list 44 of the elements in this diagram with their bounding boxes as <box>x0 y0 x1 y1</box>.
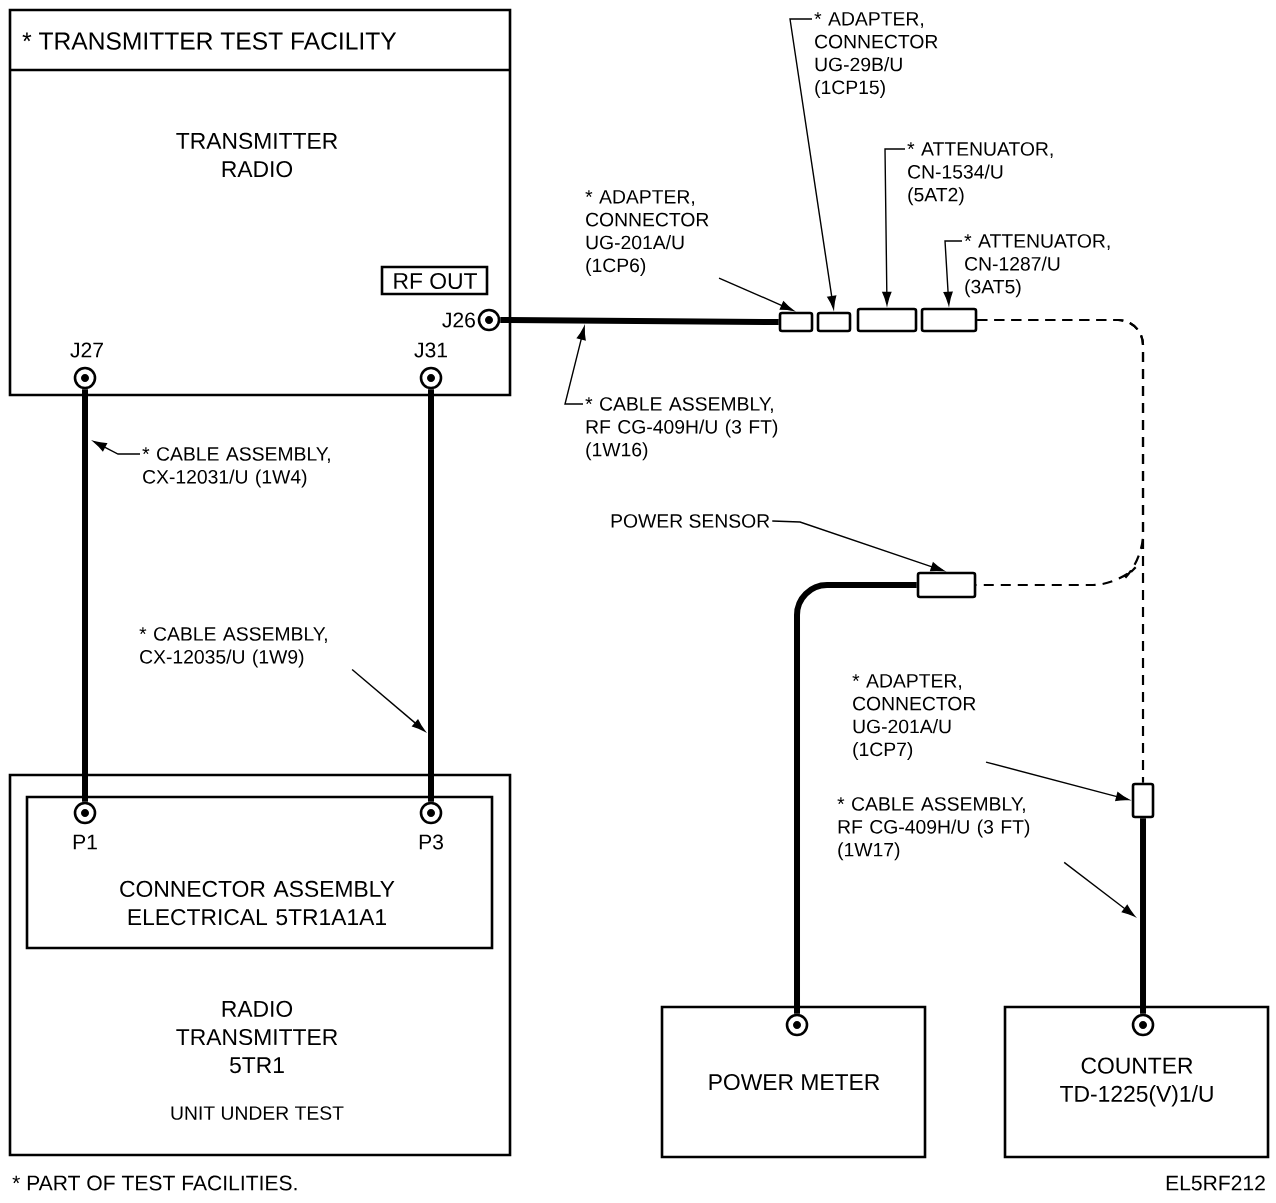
adapter-symbol <box>778 311 814 333</box>
cable-line <box>1140 818 1146 1014</box>
leader-line <box>985 761 1130 802</box>
leader-line <box>771 520 944 572</box>
panel-label-box: RF OUT <box>380 265 489 296</box>
leader-line <box>351 668 426 732</box>
callout-text: * CABLE ASSEMBLY, CX-12035/U (1W9) <box>139 627 327 668</box>
leader-line <box>943 240 963 305</box>
leader-line <box>93 440 141 455</box>
jack-symbol <box>785 1013 809 1037</box>
cable-line <box>794 582 917 1014</box>
leader-line <box>789 18 837 309</box>
pin-label: J27 <box>70 342 103 358</box>
callout-text: * ATTENUATOR, CN-1287/U (3AT5) <box>964 234 1110 298</box>
callout-text: * ADAPTER, CONNECTOR UG-201A/U (1CP7) <box>852 674 976 760</box>
equipment-box: POWER METER <box>660 1005 927 1159</box>
leader-line <box>564 326 586 405</box>
pin-label: P1 <box>73 834 97 850</box>
dashed-cable <box>976 318 1145 587</box>
equipment-box: COUNTER TD-1225(V)1/U <box>1003 1005 1270 1159</box>
cable-line <box>82 389 88 802</box>
jack-symbol <box>1131 1013 1155 1037</box>
leader-line <box>718 277 794 312</box>
callout-text: * CABLE ASSEMBLY, RF CG-409H/U (3 FT) (1W17) <box>837 797 1030 861</box>
callout-text: POWER SENSOR <box>611 514 770 528</box>
adapter-symbol <box>816 311 852 333</box>
cable-line <box>500 317 779 325</box>
callout-text: * ADAPTER, CONNECTOR UG-29B/U (1CP15) <box>814 12 938 98</box>
sensor-symbol <box>916 571 977 599</box>
pin-label: J26 <box>442 312 475 328</box>
footnote: * PART OF TEST FACILITIES. <box>12 1175 297 1191</box>
drawing-number: EL5RF212 <box>1166 1175 1265 1191</box>
callout-text: * ADAPTER, CONNECTOR UG-201A/U (1CP6) <box>585 190 709 276</box>
leader-line <box>1063 861 1135 917</box>
attenuator-symbol <box>856 307 918 333</box>
callout-text: * CABLE ASSEMBLY, RF CG-409H/U (3 FT) (1W16) <box>585 397 778 461</box>
pin-label: J31 <box>414 342 447 358</box>
pin-label: P3 <box>419 834 443 850</box>
attenuator-symbol <box>920 307 978 333</box>
callout-text: * CABLE ASSEMBLY, CX-12031/U (1W4) <box>142 447 330 488</box>
callout-text: * ATTENUATOR, CN-1534/U (5AT2) <box>907 142 1053 206</box>
leader-line <box>882 148 906 305</box>
cable-line <box>428 389 434 802</box>
adapter-symbol <box>1131 782 1155 819</box>
